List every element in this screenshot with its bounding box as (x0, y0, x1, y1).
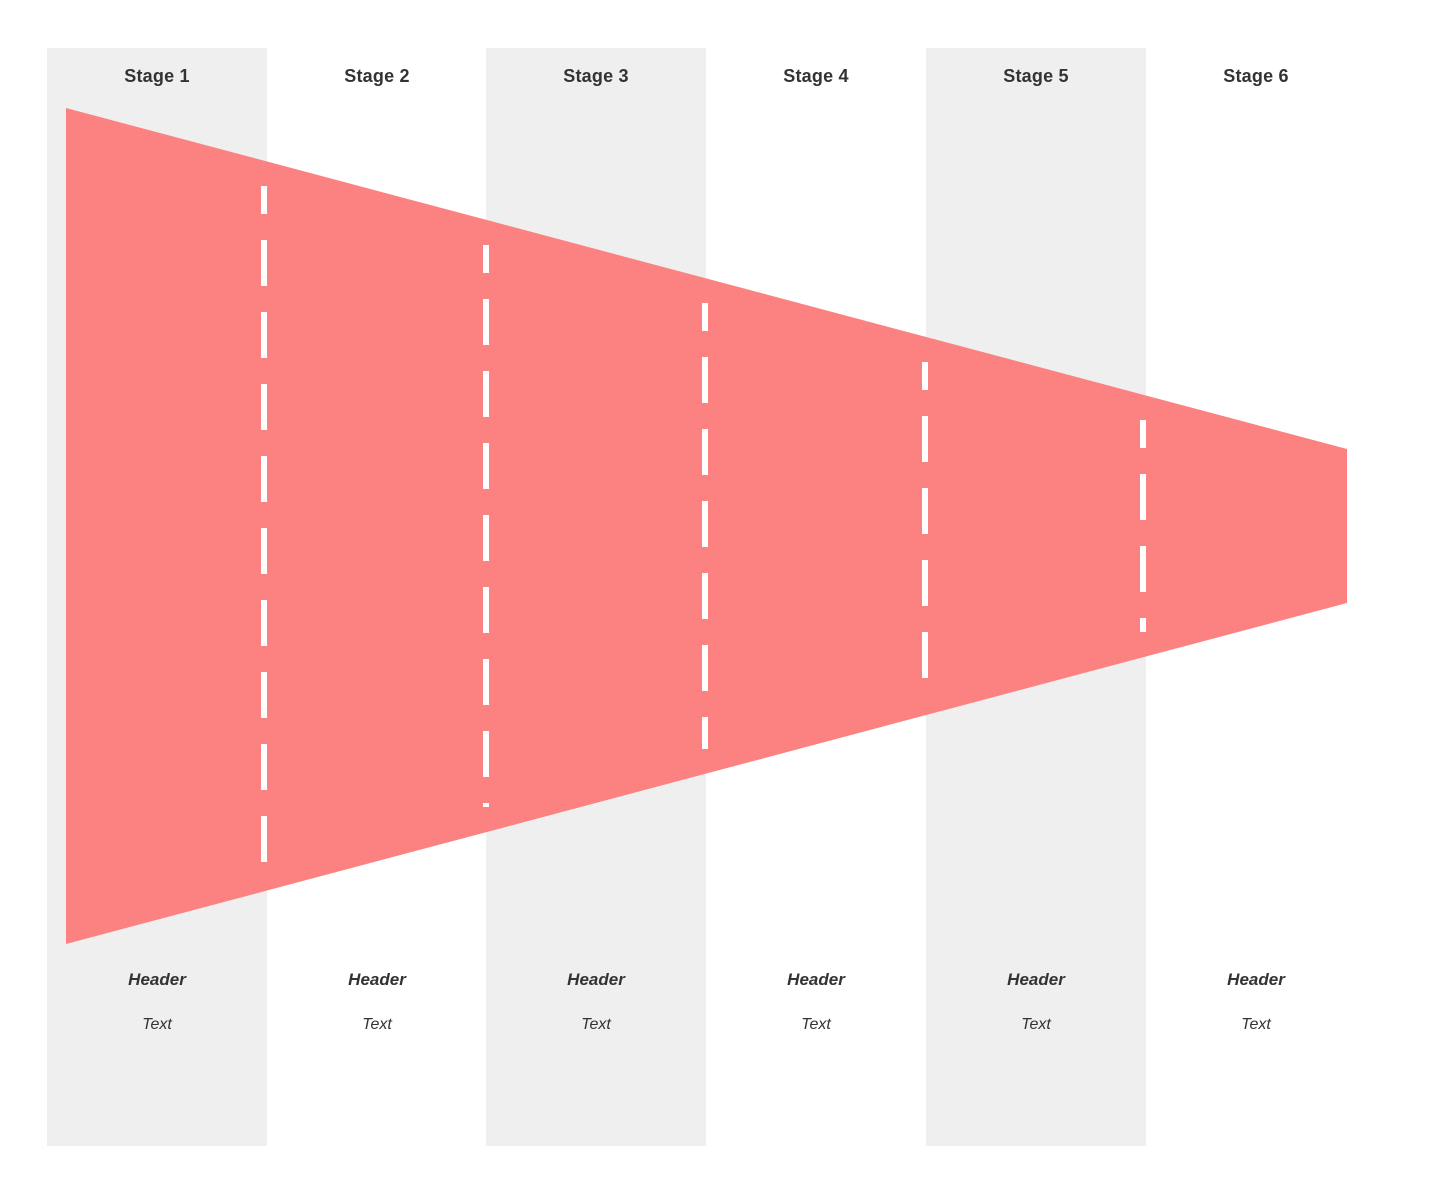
stage-text: Text (1241, 1016, 1271, 1033)
stage-column-2: Stage 2 Header Text (267, 48, 487, 1146)
stage-header: Header (1007, 970, 1065, 989)
stage-column-4: Stage 4 Header Text (706, 48, 926, 1146)
stage-column-1: Stage 1 Header Text (47, 48, 267, 1146)
stage-label: Stage 2 (344, 65, 410, 86)
stage-header: Header (1227, 970, 1285, 989)
stage-label: Stage 3 (563, 65, 629, 86)
stage-label: Stage 1 (124, 65, 190, 86)
stage-label: Stage 5 (1003, 65, 1069, 86)
stage-label: Stage 6 (1223, 65, 1289, 86)
stage-column-5: Stage 5 Header Text (926, 48, 1146, 1146)
stage-text: Text (1021, 1016, 1051, 1033)
stage-header: Header (348, 970, 406, 989)
stage-header: Header (787, 970, 845, 989)
stage-header: Header (128, 970, 186, 989)
stage-label: Stage 4 (783, 65, 849, 86)
stage-text: Text (362, 1016, 392, 1033)
stage-text: Text (581, 1016, 611, 1033)
stage-header: Header (567, 970, 625, 989)
stage-column-3: Stage 3 Header Text (486, 48, 706, 1146)
stage-text: Text (801, 1016, 831, 1033)
stage-column-6: Stage 6 Header Text (1146, 48, 1366, 1146)
stage-text: Text (142, 1016, 172, 1033)
